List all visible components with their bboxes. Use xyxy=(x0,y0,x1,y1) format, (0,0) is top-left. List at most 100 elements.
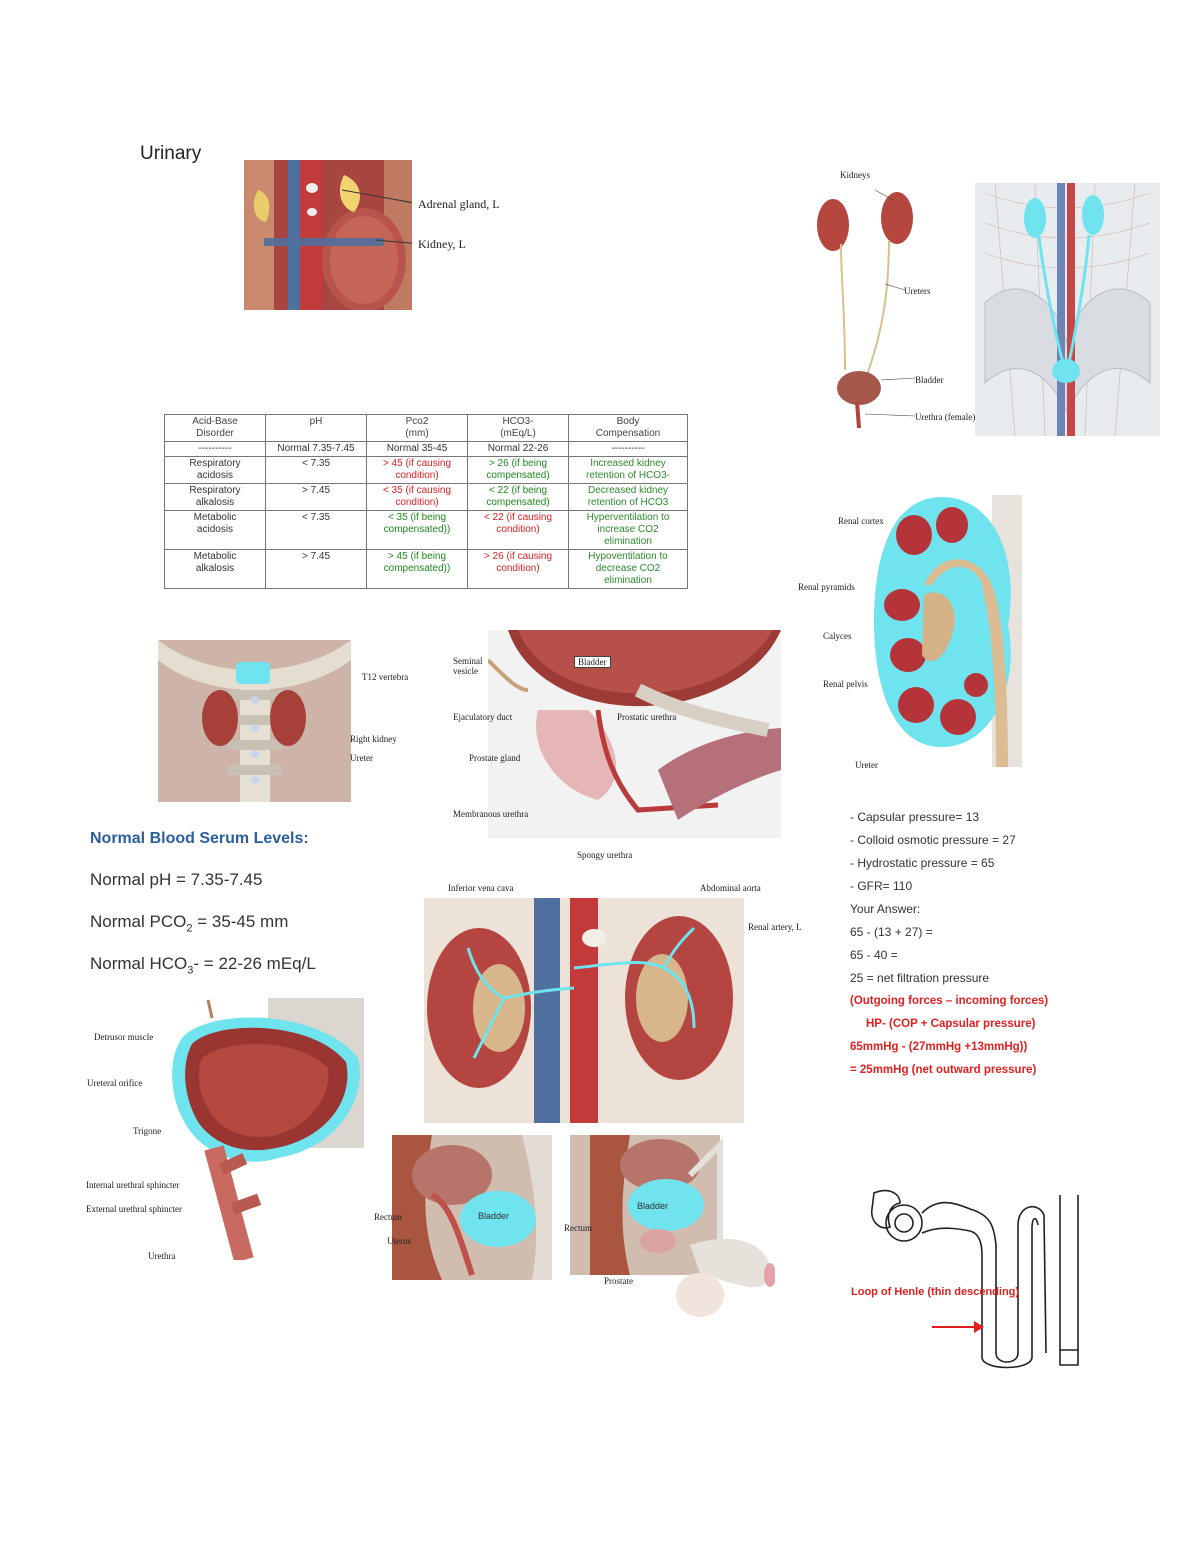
table-cell: > 7.45 xyxy=(265,549,367,589)
note-line: 25 = net filtration pressure xyxy=(850,971,990,985)
acid-base-table: Acid-Base Disorder pH Pco2 (mm) HCO3- (m… xyxy=(164,414,688,589)
table-cell: > 7.45 xyxy=(265,483,367,511)
table-cell: < 35 (if causing condition) xyxy=(366,483,468,511)
label-urethra-female: Urethra (female) xyxy=(915,412,976,422)
table-cell: Normal 7.35-7.45 xyxy=(265,441,367,457)
label-right-kidney: Right kidney xyxy=(350,734,397,744)
table-cell: Respiratory alkalosis xyxy=(164,483,266,511)
renal-section-figure xyxy=(872,495,1022,767)
label-urethra: Urethra xyxy=(148,1251,176,1261)
label-internal-urethral-sphincter: Internal urethral sphincter xyxy=(86,1180,180,1190)
page-title: Urinary xyxy=(140,143,202,164)
label-detrusor-muscle: Detrusor muscle xyxy=(94,1032,154,1042)
label-membranous-urethra: Membranous urethra xyxy=(453,809,529,819)
table-row: Metabolic acidosis < 7.35 < 35 (if being… xyxy=(164,510,688,550)
label-calyces: Calyces xyxy=(823,631,852,641)
posterior-kidney-figure xyxy=(158,640,351,802)
label-rectum-male: Rectum xyxy=(564,1223,592,1233)
label-ureters: Ureters xyxy=(904,286,931,296)
label-prostate-gland: Prostate gland xyxy=(469,753,521,763)
adrenal-kidney-figure xyxy=(244,160,412,310)
note-line: 65 - (13 + 27) = xyxy=(850,925,933,939)
table-cell: > 45 (if causing condition) xyxy=(366,456,468,484)
table-cell: < 7.35 xyxy=(265,456,367,484)
header-pco2: Pco2 (mm) xyxy=(366,414,468,442)
loop-of-henle-label: Loop of Henle (thin descending) xyxy=(851,1286,1020,1298)
renal-vessels-figure xyxy=(424,898,744,1123)
note-line: - GFR= 110 xyxy=(850,879,913,893)
table-cell: < 22 (if causing condition) xyxy=(467,510,569,550)
table-cell: Normal 22-26 xyxy=(467,441,569,457)
bladder-section-figure xyxy=(168,998,364,1260)
prostate-urethra-figure xyxy=(488,630,781,838)
urinary-tract-figure xyxy=(805,170,965,430)
serum-heading: Normal Blood Serum Levels: xyxy=(90,830,309,847)
note-red-line: (Outgoing forces – incoming forces) xyxy=(850,995,1049,1007)
pelvis-3d-figure xyxy=(975,183,1160,436)
table-cell: Increased kidney retention of HCO3- xyxy=(568,456,688,484)
note-line: - Hydrostatic pressure = 65 xyxy=(850,856,995,870)
serum-ph: Normal pH = 7.35-7.45 xyxy=(90,870,263,889)
nephron-figure xyxy=(860,1185,1090,1370)
label-prostate: Prostate xyxy=(604,1276,633,1286)
table-row: Respiratory acidosis < 7.35 > 45 (if cau… xyxy=(164,456,688,484)
label-bladder-female: Bladder xyxy=(478,1211,510,1221)
table-cell: Normal 35-45 xyxy=(366,441,468,457)
table-cell: ---------- xyxy=(164,441,266,457)
label-adrenal-gland: Adrenal gland, L xyxy=(418,197,500,211)
table-cell: Hypoventilation to decrease CO2 eliminat… xyxy=(568,549,688,589)
label-rectum-female: Rectum xyxy=(374,1212,402,1222)
table-cell: Respiratory acidosis xyxy=(164,456,266,484)
male-pelvis-figure xyxy=(570,1135,775,1320)
label-spongy-urethra: Spongy urethra xyxy=(577,850,633,860)
label-ureteral-orifice: Ureteral orifice xyxy=(87,1078,143,1088)
table-row: Metabolic alkalosis > 7.45 > 45 (if bein… xyxy=(164,549,688,589)
table-cell: > 45 (if being compensated)) xyxy=(366,549,468,589)
label-renal-cortex: Renal cortex xyxy=(838,516,884,526)
note-red-line: 65mmHg - (27mmHg +13mmHg)) xyxy=(850,1041,1028,1053)
serum-hco3: Normal HCO3- = 22-26 mEq/L xyxy=(90,954,316,977)
label-ureter-posterior: Ureter xyxy=(350,753,373,763)
table-cell: ---------- xyxy=(568,441,688,457)
note-red-line: = 25mmHg (net outward pressure) xyxy=(850,1064,1037,1076)
female-pelvis-figure xyxy=(392,1135,552,1280)
table-cell: Metabolic alkalosis xyxy=(164,549,266,589)
table-cell: Decreased kidney retention of HCO3 xyxy=(568,483,688,511)
label-bladder-prostate-fig: Bladder xyxy=(574,656,611,668)
table-row-normal: ---------- Normal 7.35-7.45 Normal 35-45… xyxy=(164,441,688,457)
header-compensation: Body Compensation xyxy=(568,414,688,442)
label-prostatic-urethra: Prostatic urethra xyxy=(617,712,677,722)
table-header-row: Acid-Base Disorder pH Pco2 (mm) HCO3- (m… xyxy=(164,414,688,442)
label-ejaculatory-duct: Ejaculatory duct xyxy=(453,712,513,722)
table-cell: > 26 (if being compensated) xyxy=(467,456,569,484)
table-cell: < 22 (if being compensated) xyxy=(467,483,569,511)
label-bladder: Bladder xyxy=(915,375,944,385)
table-cell: Metabolic acidosis xyxy=(164,510,266,550)
table-cell: < 35 (if being compensated)) xyxy=(366,510,468,550)
note-line: - Capsular pressure= 13 xyxy=(850,810,980,824)
table-cell: Hyperventilation to increase CO2 elimina… xyxy=(568,510,688,550)
note-line: 65 - 40 = xyxy=(850,948,898,962)
label-inferior-vena-cava: Inferior vena cava xyxy=(448,883,514,893)
label-renal-pelvis: Renal pelvis xyxy=(823,679,868,689)
label-renal-artery: Renal artery, L xyxy=(748,922,802,932)
note-line: Your Answer: xyxy=(850,902,921,916)
label-kidney-l: Kidney, L xyxy=(418,237,466,251)
label-renal-pyramids: Renal pyramids xyxy=(798,582,855,592)
note-red-line: HP- (COP + Capsular pressure) xyxy=(866,1018,1036,1030)
label-kidneys: Kidneys xyxy=(840,170,870,180)
serum-pco2: Normal PCO2 = 35-45 mm xyxy=(90,912,289,935)
header-disorder: Acid-Base Disorder xyxy=(164,414,266,442)
label-external-urethral-sphincter: External urethral sphincter xyxy=(86,1204,182,1214)
label-abdominal-aorta: Abdominal aorta xyxy=(700,883,761,893)
header-hco3: HCO3- (mEq/L) xyxy=(467,414,569,442)
label-seminal-vesicle: Seminal vesicle xyxy=(453,656,483,676)
label-uterus: Uterus xyxy=(387,1236,411,1246)
table-row: Respiratory alkalosis > 7.45 < 35 (if ca… xyxy=(164,483,688,511)
label-t12-vertebra: T12 vertebra xyxy=(362,672,409,682)
table-cell: > 26 (if causing condition) xyxy=(467,549,569,589)
table-cell: < 7.35 xyxy=(265,510,367,550)
label-trigone: Trigone xyxy=(133,1126,162,1136)
header-ph: pH xyxy=(265,414,367,442)
note-line: - Colloid osmotic pressure = 27 xyxy=(850,833,1016,847)
